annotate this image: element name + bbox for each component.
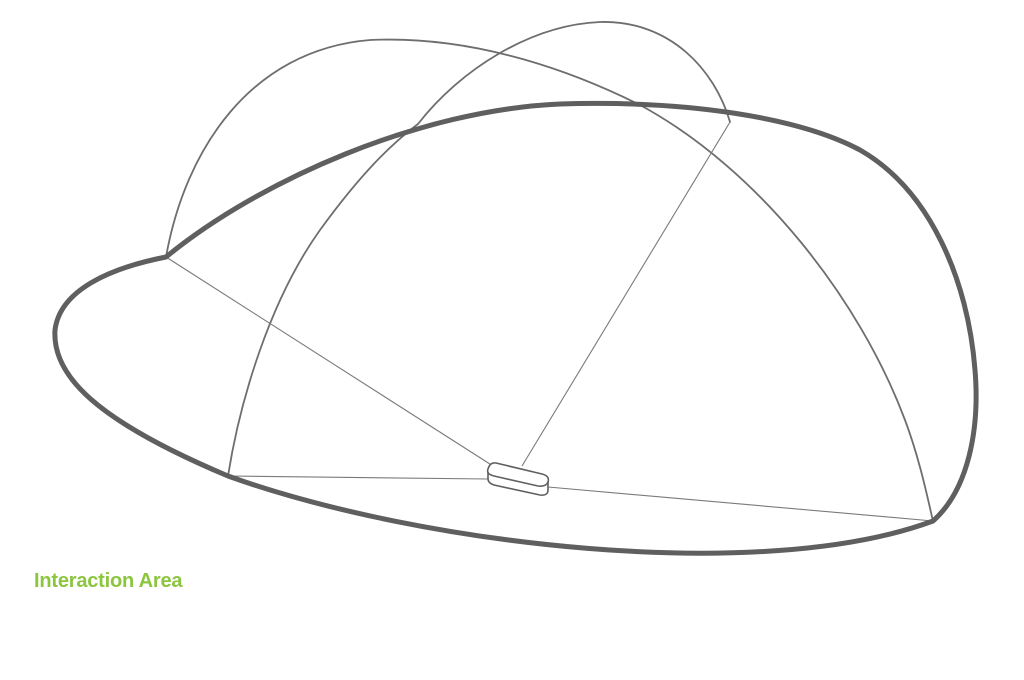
interaction-volume-outline	[52, 100, 979, 556]
front-arc-right	[639, 104, 934, 522]
ray-left-front	[227, 475, 489, 480]
interaction-area-label: Interaction Area	[34, 570, 183, 592]
back-arc-right	[417, 21, 731, 125]
ray-right-front	[547, 486, 934, 522]
front-arc-left	[227, 123, 419, 477]
back-arc-left	[165, 38, 641, 258]
ray-left-back	[165, 256, 494, 467]
leap-motion-controller-icon	[486, 462, 550, 496]
ray-right-back	[521, 121, 731, 467]
interaction-area-diagram	[52, 21, 979, 556]
